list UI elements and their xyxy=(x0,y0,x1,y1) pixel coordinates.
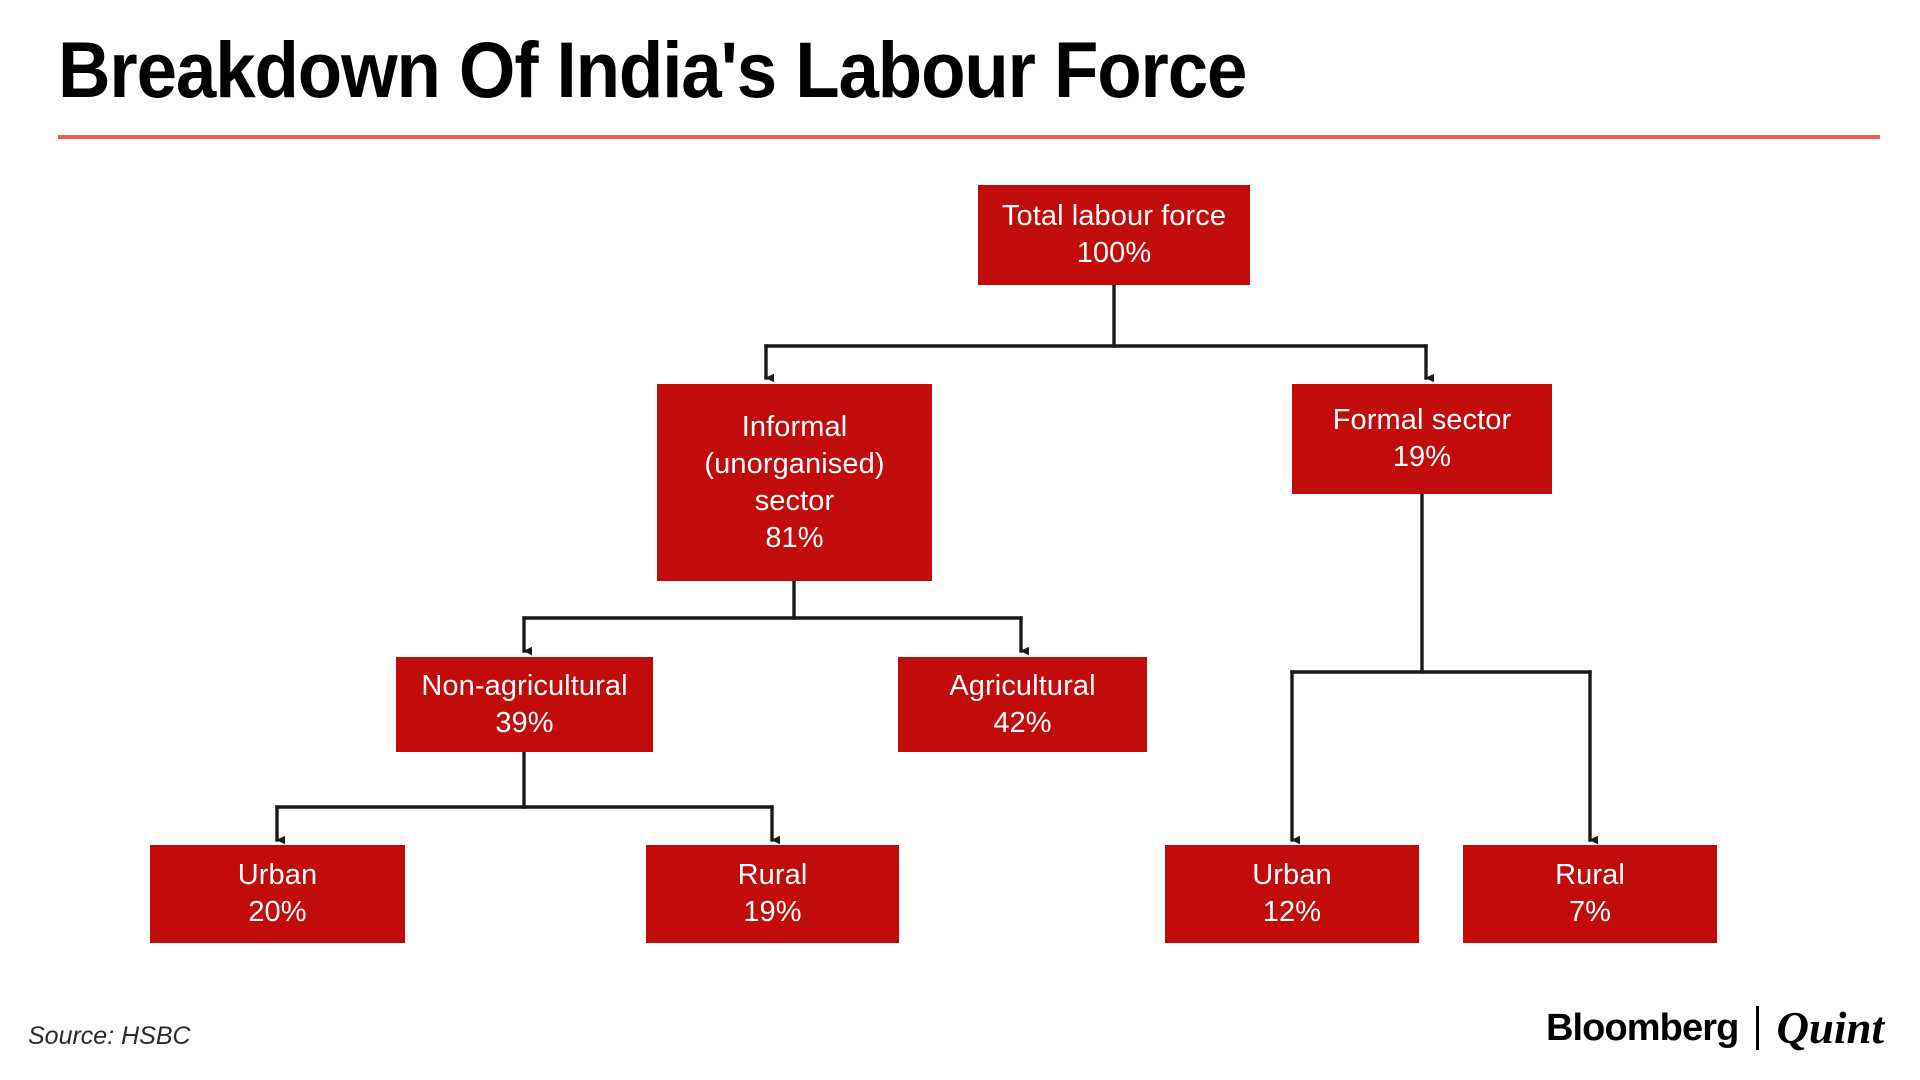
source-attribution: Source: HSBC xyxy=(28,1022,191,1050)
node-total-labour-force[interactable]: Total labour force 100% xyxy=(978,185,1250,285)
node-formal-urban-value: 12% xyxy=(1262,896,1322,928)
node-non-agricultural[interactable]: Non-agricultural 39% xyxy=(396,657,653,752)
node-formal-urban[interactable]: Urban 12% xyxy=(1165,845,1419,943)
node-non-agricultural-rural-value: 19% xyxy=(743,896,802,928)
node-agricultural-value: 42% xyxy=(993,706,1052,739)
node-informal-sector[interactable]: Informal (unorganised) sector 81% xyxy=(657,384,932,581)
node-formal-value: 19% xyxy=(1392,441,1452,473)
node-agricultural[interactable]: Agricultural 42% xyxy=(898,657,1147,752)
page-header: Breakdown Of India's Labour Force xyxy=(0,0,1920,150)
node-informal-value: 81% xyxy=(765,521,824,554)
node-formal-rural[interactable]: Rural 7% xyxy=(1463,845,1717,943)
node-formal-rural-label: Rural xyxy=(1555,859,1625,891)
node-informal-label-line2: (unorganised) xyxy=(704,447,885,480)
node-formal-rural-value: 7% xyxy=(1568,896,1612,928)
node-formal-label: Formal sector xyxy=(1332,404,1512,436)
node-total-label: Total labour force xyxy=(1001,200,1227,232)
quint-wordmark: Quint xyxy=(1776,1003,1884,1053)
node-non-agricultural-urban-label: Urban xyxy=(237,859,318,891)
title-underline-rule xyxy=(58,135,1880,139)
node-informal-label-line3: sector xyxy=(754,484,835,517)
node-non-agricultural-urban[interactable]: Urban 20% xyxy=(150,845,405,943)
node-non-agricultural-label: Non-agricultural xyxy=(421,669,628,702)
bloomberg-quint-logo: Bloomberg Quint xyxy=(1546,1004,1884,1052)
node-informal-label-line1: Informal xyxy=(741,410,848,443)
node-total-value: 100% xyxy=(1076,237,1152,269)
node-non-agricultural-rural[interactable]: Rural 19% xyxy=(646,845,899,943)
page-footer: Source: HSBC Bloomberg Quint xyxy=(0,980,1920,1080)
node-formal-sector[interactable]: Formal sector 19% xyxy=(1292,384,1552,494)
node-agricultural-label: Agricultural xyxy=(949,669,1096,702)
node-non-agricultural-urban-value: 20% xyxy=(248,896,307,928)
bloomberg-wordmark: Bloomberg xyxy=(1545,1007,1739,1049)
connector-lines xyxy=(275,283,1598,845)
node-non-agricultural-value: 39% xyxy=(495,706,554,739)
node-non-agricultural-rural-label: Rural xyxy=(737,859,808,891)
node-formal-urban-label: Urban xyxy=(1252,859,1332,891)
labour-force-tree-diagram: Total labour force 100% Informal (unorga… xyxy=(0,150,1920,980)
page-title: Breakdown Of India's Labour Force xyxy=(58,25,1247,114)
logo-divider xyxy=(1756,1006,1760,1050)
